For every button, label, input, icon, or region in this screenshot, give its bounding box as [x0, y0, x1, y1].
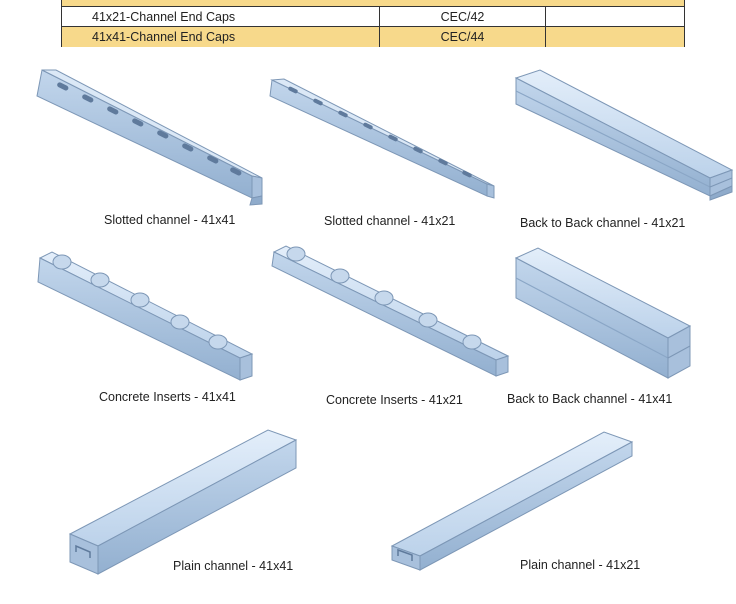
table-cell-name: 41x21-Channel End Caps	[62, 7, 380, 27]
product-caption: Slotted channel - 41x41	[104, 213, 236, 227]
table-row: 41x21-Channel End Caps CEC/42	[62, 6, 684, 27]
back-to-back-channel-icon	[514, 247, 692, 379]
slotted-channel-icon	[36, 69, 263, 206]
concrete-insert-icon	[271, 245, 510, 377]
product-caption: Slotted channel - 41x21	[324, 214, 456, 228]
table-row: 41x41-Channel End Caps CEC/44	[62, 26, 684, 47]
table-cell-code: CEC/42	[380, 7, 546, 27]
product-caption: Back to Back channel - 41x21	[520, 216, 686, 230]
slotted-channel-icon	[269, 78, 495, 199]
product-caption: Concrete Inserts - 41x41	[99, 390, 236, 404]
end-caps-table: 41x21-Channel End Caps CEC/42 41x41-Chan…	[61, 0, 685, 47]
table-cell-name: 41x41-Channel End Caps	[62, 27, 380, 47]
product-caption: Concrete Inserts - 41x21	[326, 393, 463, 407]
plain-channel-icon	[390, 431, 634, 571]
concrete-insert-icon	[37, 251, 254, 381]
table-cell-code: CEC/44	[380, 27, 546, 47]
product-caption: Plain channel - 41x21	[520, 558, 641, 572]
product-caption: Back to Back channel - 41x41	[507, 392, 673, 406]
product-caption: Plain channel - 41x41	[173, 559, 294, 573]
back-to-back-channel-icon	[514, 69, 734, 201]
plain-channel-icon	[68, 429, 298, 575]
table-top-strip	[62, 0, 684, 6]
